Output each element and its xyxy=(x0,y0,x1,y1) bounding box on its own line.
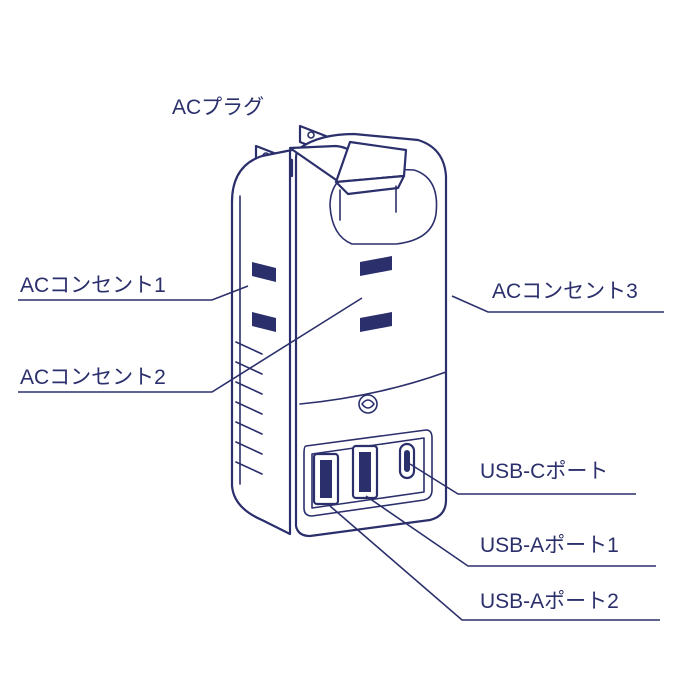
label-ac-outlet-2: ACコンセント2 xyxy=(20,366,166,389)
label-ac-plug: ACプラグ xyxy=(172,96,264,119)
leader-ac-outlet-2 xyxy=(18,297,363,393)
leader-usb-c xyxy=(409,463,636,495)
ac-outlet-3-slots xyxy=(360,256,392,332)
usb-a-port-2 xyxy=(312,452,340,506)
label-usb-a-port-1: USB-Aポート1 xyxy=(480,534,619,557)
adapter-body xyxy=(230,132,448,538)
leader-ac-outlet-1 xyxy=(18,285,249,301)
label-ac-outlet-1: ACコンセント1 xyxy=(20,274,166,297)
labels: ACプラグ ACコンセント1 ACコンセント2 ACコンセント3 USB-Cポー… xyxy=(20,96,638,613)
label-ac-outlet-3: ACコンセント3 xyxy=(492,280,638,303)
usb-panel xyxy=(303,429,433,517)
leader-ac-outlet-3 xyxy=(451,295,664,313)
leader-usb-a-2 xyxy=(329,505,660,621)
usb-a-port-1 xyxy=(351,444,379,500)
label-usb-a-port-2: USB-Aポート2 xyxy=(480,590,619,613)
leader-lines xyxy=(18,285,664,621)
side-ridges xyxy=(235,341,263,475)
usb-c-port xyxy=(398,442,416,480)
leader-usb-a-1 xyxy=(365,495,656,567)
ohm-logo-icon xyxy=(358,394,378,414)
label-usb-c-port: USB-Cポート xyxy=(480,460,608,483)
plug-recess xyxy=(288,140,438,245)
front-panel xyxy=(299,371,447,414)
ac-outlet-1-slots xyxy=(252,262,276,332)
